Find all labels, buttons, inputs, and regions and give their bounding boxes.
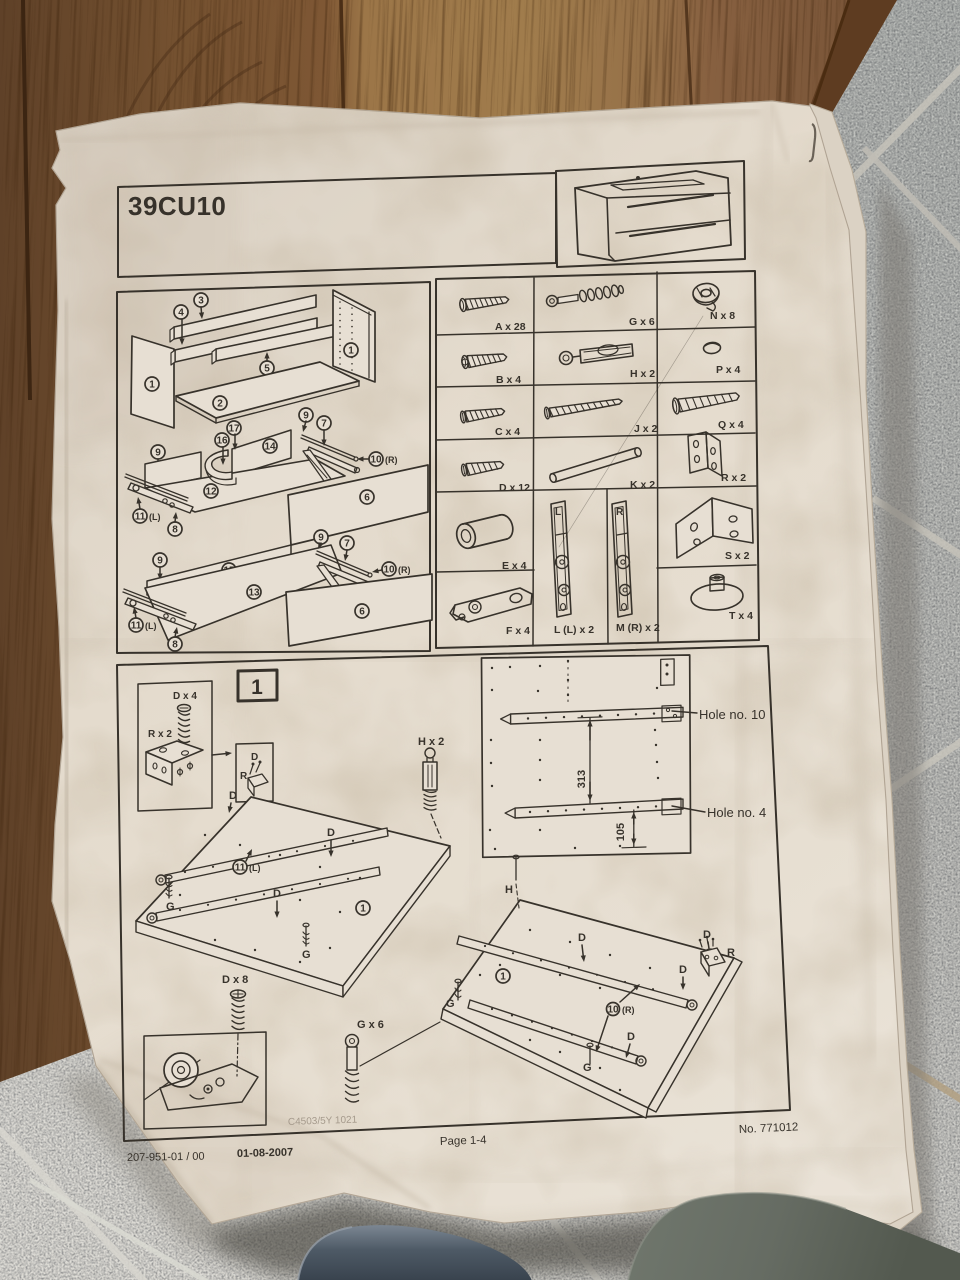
svg-text:14: 14 xyxy=(264,442,276,453)
svg-text:2: 2 xyxy=(217,399,223,410)
svg-text:D x 12: D x 12 xyxy=(499,482,530,494)
svg-text:R: R xyxy=(240,771,248,782)
svg-text:G: G xyxy=(166,901,175,913)
svg-text:6: 6 xyxy=(364,493,370,504)
svg-text:(R): (R) xyxy=(622,1005,635,1015)
svg-text:3: 3 xyxy=(198,296,204,307)
svg-text:Hole no. 4: Hole no. 4 xyxy=(707,805,766,820)
svg-text:10: 10 xyxy=(370,455,382,466)
svg-text:5: 5 xyxy=(264,364,270,375)
svg-text:Q x 4: Q x 4 xyxy=(718,419,744,431)
svg-text:(R): (R) xyxy=(398,565,411,575)
svg-text:No. 771012: No. 771012 xyxy=(739,1121,799,1136)
svg-text:T x 4: T x 4 xyxy=(729,610,753,622)
svg-text:C x 4: C x 4 xyxy=(495,426,520,438)
svg-text:207-951-01 / 00: 207-951-01 / 00 xyxy=(127,1151,205,1164)
svg-text:D: D xyxy=(229,790,237,802)
svg-text:D x 4: D x 4 xyxy=(173,691,197,702)
svg-text:9: 9 xyxy=(303,411,309,422)
svg-text:11: 11 xyxy=(135,512,146,523)
svg-text:G x 6: G x 6 xyxy=(357,1019,384,1031)
svg-text:12: 12 xyxy=(205,487,217,498)
svg-text:P x 4: P x 4 xyxy=(716,364,740,376)
svg-text:313: 313 xyxy=(576,770,588,788)
svg-text:J x 2: J x 2 xyxy=(634,423,658,435)
svg-text:N x 8: N x 8 xyxy=(710,310,735,322)
svg-text:H x 2: H x 2 xyxy=(630,368,655,380)
svg-text:17: 17 xyxy=(228,424,240,435)
svg-text:7: 7 xyxy=(321,419,327,430)
svg-text:4: 4 xyxy=(178,308,184,319)
svg-text:9: 9 xyxy=(155,448,161,459)
svg-text:C4503/5Y 1021: C4503/5Y 1021 xyxy=(288,1115,358,1128)
svg-text:G: G xyxy=(302,949,311,961)
svg-text:16: 16 xyxy=(216,436,228,447)
svg-text:A x 28: A x 28 xyxy=(495,321,526,333)
svg-text:S x 2: S x 2 xyxy=(725,550,750,562)
svg-text:1: 1 xyxy=(360,904,366,915)
svg-text:39CU10: 39CU10 xyxy=(128,191,226,221)
svg-text:H: H xyxy=(505,884,513,896)
svg-text:8: 8 xyxy=(172,640,178,651)
svg-text:H x 2: H x 2 xyxy=(418,736,444,748)
svg-text:11: 11 xyxy=(235,863,246,874)
svg-text:(R): (R) xyxy=(385,455,398,465)
svg-text:D: D xyxy=(273,888,281,900)
svg-text:D: D xyxy=(578,932,586,944)
svg-text:13: 13 xyxy=(248,588,260,599)
svg-text:Hole no. 10: Hole no. 10 xyxy=(699,707,766,722)
svg-text:R x 2: R x 2 xyxy=(148,729,172,740)
svg-text:D x 8: D x 8 xyxy=(222,974,248,986)
svg-text:9: 9 xyxy=(318,533,324,544)
svg-text:R: R xyxy=(727,947,735,959)
svg-text:11: 11 xyxy=(131,621,142,632)
svg-text:D: D xyxy=(703,929,711,941)
svg-text:D: D xyxy=(679,964,687,976)
svg-text:M (R) x 2: M (R) x 2 xyxy=(616,622,660,634)
svg-text:G: G xyxy=(446,998,455,1010)
svg-text:K x 2: K x 2 xyxy=(630,479,655,491)
svg-text:7: 7 xyxy=(344,539,350,550)
svg-text:105: 105 xyxy=(615,823,627,841)
svg-text:(L): (L) xyxy=(249,863,261,873)
svg-text:G x 6: G x 6 xyxy=(629,316,655,328)
svg-text:8: 8 xyxy=(172,525,178,536)
svg-text:1: 1 xyxy=(251,676,263,699)
svg-text:R x 2: R x 2 xyxy=(721,472,746,484)
svg-text:1: 1 xyxy=(348,346,354,357)
svg-text:10: 10 xyxy=(383,565,395,576)
svg-text:(L): (L) xyxy=(145,621,157,631)
svg-text:D: D xyxy=(627,1031,635,1043)
svg-text:L (L) x 2: L (L) x 2 xyxy=(554,624,594,636)
svg-text:D: D xyxy=(251,752,258,763)
svg-text:9: 9 xyxy=(157,556,163,567)
svg-text:R: R xyxy=(616,507,624,518)
svg-text:D: D xyxy=(327,827,335,839)
svg-text:F x 4: F x 4 xyxy=(506,625,530,637)
svg-text:B x 4: B x 4 xyxy=(496,374,521,386)
svg-text:1: 1 xyxy=(149,380,155,391)
svg-text:1: 1 xyxy=(500,972,506,983)
svg-text:E x 4: E x 4 xyxy=(502,560,527,572)
svg-text:(L): (L) xyxy=(149,512,161,522)
svg-text:Page 1-4: Page 1-4 xyxy=(440,1134,488,1148)
svg-text:L: L xyxy=(555,507,561,518)
svg-text:01-08-2007: 01-08-2007 xyxy=(237,1147,294,1160)
svg-text:10: 10 xyxy=(607,1005,619,1016)
svg-text:6: 6 xyxy=(359,607,365,618)
svg-text:G: G xyxy=(583,1062,592,1074)
